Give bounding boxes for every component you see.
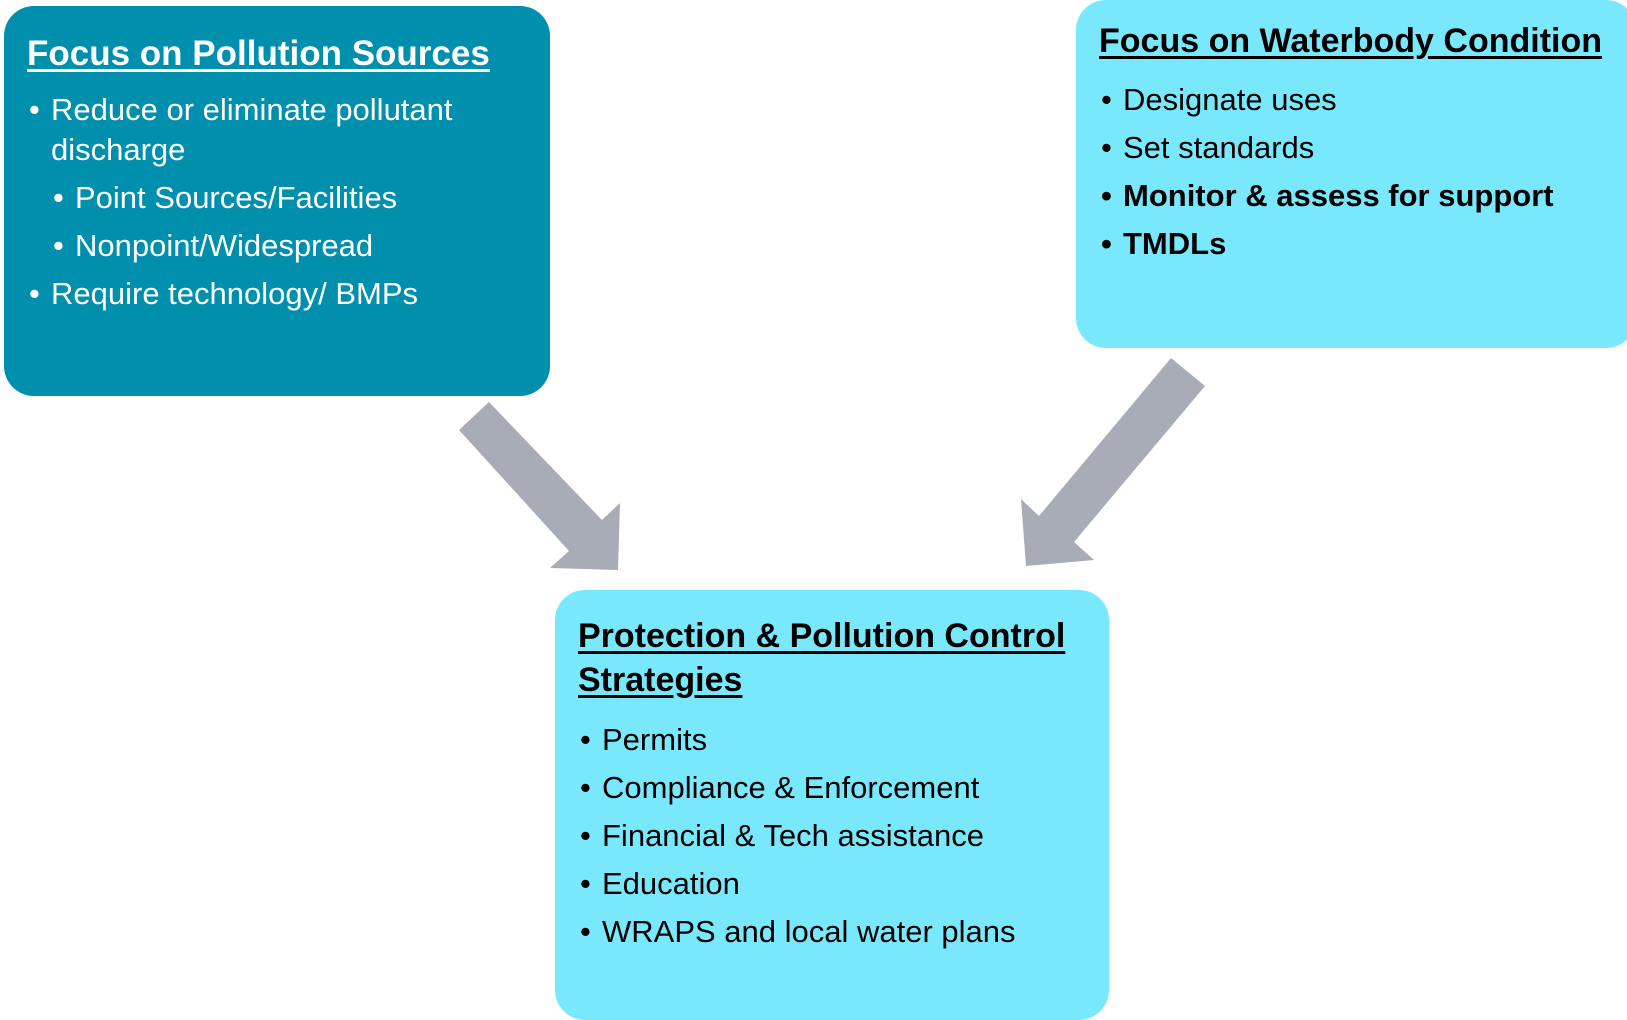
list-item: Monitor & assess for support bbox=[1099, 176, 1616, 216]
list-item: Nonpoint/Widespread bbox=[51, 226, 530, 266]
list-item: Reduce or eliminate pollutant discharge bbox=[27, 90, 530, 170]
control-strategies-box: Protection & Pollution Control Strategie… bbox=[555, 590, 1109, 1020]
pollution-sources-list: Reduce or eliminate pollutant discharge … bbox=[27, 90, 530, 314]
list-item: Financial & Tech assistance bbox=[578, 816, 1089, 856]
pollution-sources-title: Focus on Pollution Sources bbox=[27, 34, 490, 73]
control-strategies-list: Permits Compliance & Enforcement Financi… bbox=[578, 720, 1089, 952]
arrow-waterbody-to-strategies bbox=[1021, 358, 1205, 566]
list-item: Permits bbox=[578, 720, 1089, 760]
list-item: Designate uses bbox=[1099, 80, 1616, 120]
waterbody-condition-title: Focus on Waterbody Condition bbox=[1099, 22, 1603, 60]
arrow-sources-to-strategies bbox=[459, 402, 620, 570]
waterbody-condition-box: Focus on Waterbody Condition Designate u… bbox=[1076, 0, 1627, 348]
list-item: Compliance & Enforcement bbox=[578, 768, 1089, 808]
list-item: Education bbox=[578, 864, 1089, 904]
pollution-sources-box: Focus on Pollution Sources Reduce or eli… bbox=[4, 6, 550, 396]
list-item: TMDLs bbox=[1099, 224, 1616, 264]
list-item: Point Sources/Facilities bbox=[51, 178, 530, 218]
list-item: Set standards bbox=[1099, 128, 1616, 168]
list-item: WRAPS and local water plans bbox=[578, 912, 1089, 952]
control-strategies-title: Protection & Pollution Control Strategie… bbox=[578, 617, 1066, 699]
waterbody-condition-list: Designate uses Set standards Monitor & a… bbox=[1099, 80, 1616, 264]
list-item: Require technology/ BMPs bbox=[27, 274, 530, 314]
